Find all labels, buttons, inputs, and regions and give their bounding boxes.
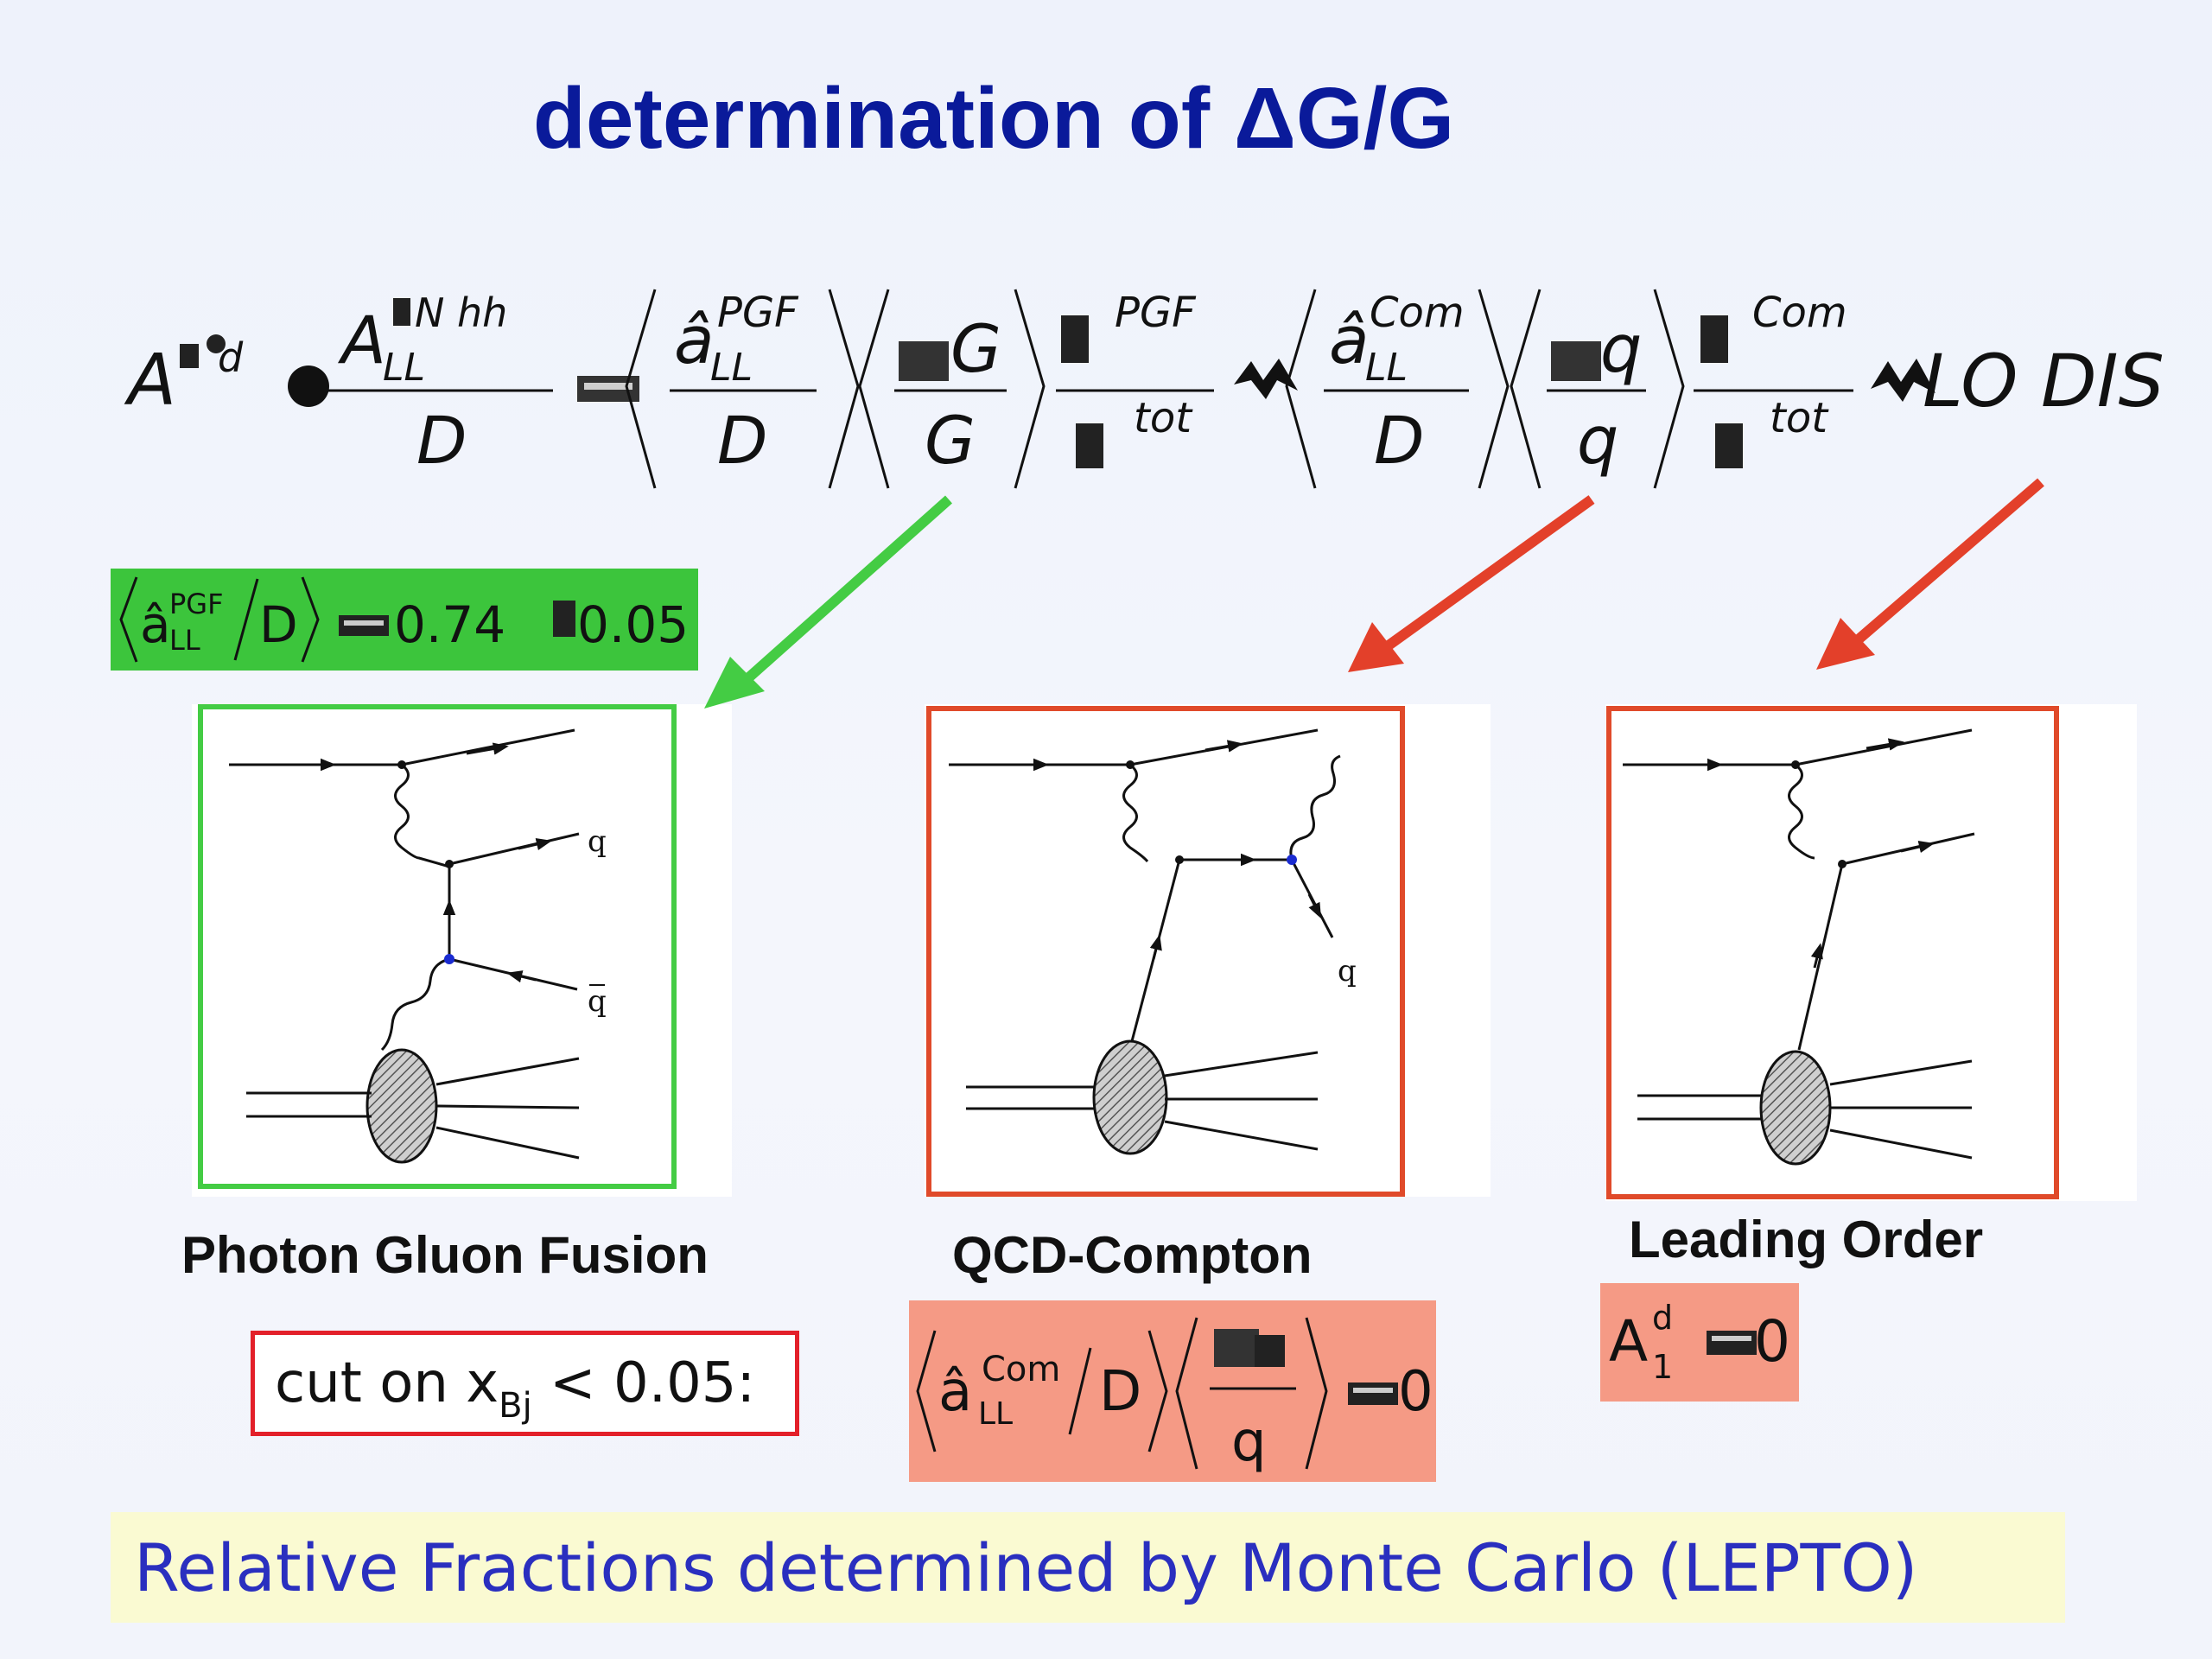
pgf-caption: Photon Gluon Fusion — [181, 1226, 709, 1284]
lo-feynman-diagram — [1606, 706, 2059, 1199]
svg-text:0.05: 0.05 — [577, 595, 689, 654]
svg-text:G: G — [925, 402, 976, 479]
svg-text:PGF: PGF — [169, 588, 224, 620]
cut-box — [251, 1331, 799, 1436]
formula-lhs-A: A — [124, 340, 176, 422]
delta-glyph-icon — [1551, 341, 1601, 381]
compton-value-formula: â Com LL D q 0 — [916, 1317, 1433, 1474]
svg-text:0: 0 — [1754, 1308, 1790, 1375]
page-title: determination of ΔG/G — [532, 70, 1455, 167]
footer-text: Relative Fractions determined by Monte C… — [134, 1529, 1918, 1606]
green-arrow — [740, 495, 952, 687]
lo-caption: Leading Order — [1629, 1211, 1984, 1268]
pgf-diagram-frame — [198, 704, 677, 1189]
svg-text:D: D — [259, 595, 298, 654]
svg-text:D: D — [1099, 1360, 1141, 1424]
svg-text:â: â — [938, 1360, 972, 1424]
svg-text:Com: Com — [1370, 289, 1465, 337]
svg-text:0.74: 0.74 — [394, 595, 505, 654]
pgf-diagram-bg — [192, 704, 732, 1197]
svg-text:0: 0 — [1398, 1360, 1433, 1424]
svg-text:G: G — [950, 310, 1001, 387]
compton-feynman-diagram — [926, 706, 1405, 1197]
svg-text:PGF: PGF — [717, 289, 799, 337]
plus-glyph-icon — [1234, 359, 1298, 399]
svg-text:LL: LL — [978, 1396, 1013, 1432]
red-arrow-compton — [1379, 495, 1595, 654]
svg-text:Com: Com — [982, 1350, 1060, 1389]
pgf-value-box — [111, 569, 698, 671]
cut-box-text: cut on xBj < 0.05: — [275, 1351, 755, 1426]
svg-text:q: q — [1231, 1410, 1267, 1474]
svg-text:D: D — [416, 402, 467, 479]
svg-text:A: A — [1609, 1308, 1648, 1375]
svg-text:d: d — [1652, 1299, 1673, 1337]
svg-text:q: q — [588, 984, 607, 1019]
lo-value-formula: A d 1 0 — [1609, 1299, 1790, 1386]
pgf-feynman-diagram — [198, 704, 677, 1189]
svg-text:D: D — [1374, 402, 1425, 479]
svg-text:cut on xBj < 0.05:: cut on xBj < 0.05: — [275, 1351, 755, 1426]
svg-text:LL: LL — [1365, 346, 1408, 390]
compton-diagram-bg — [925, 704, 1491, 1197]
svg-text:tot: tot — [1770, 394, 1829, 442]
svg-text:LL: LL — [710, 346, 753, 390]
svg-text:â: â — [674, 302, 715, 378]
compton-diagram-frame — [926, 706, 1405, 1197]
red-arrow-lo — [1850, 478, 2044, 648]
delta-glyph-icon — [899, 341, 949, 381]
svg-text:LL: LL — [383, 346, 425, 390]
svg-text:q: q — [1600, 310, 1642, 387]
svg-text:PGF: PGF — [1115, 289, 1197, 337]
arrows — [704, 478, 2044, 709]
svg-text:q: q — [1338, 954, 1357, 988]
svg-text:â: â — [140, 595, 171, 654]
svg-text:â: â — [1329, 302, 1370, 378]
svg-text:D: D — [717, 402, 768, 479]
svg-text:q: q — [588, 824, 607, 859]
pgf-value-formula: â PGF LL D 0.74 0.05 — [119, 576, 689, 663]
svg-text:1: 1 — [1652, 1348, 1673, 1386]
formula-bullet — [288, 365, 329, 407]
svg-text:q: q — [1577, 402, 1618, 479]
svg-text:LL: LL — [169, 624, 200, 657]
lo-diagram-frame — [1606, 706, 2059, 1199]
svg-text:Com: Com — [1752, 289, 1847, 337]
plus-glyph-icon — [1871, 359, 1936, 402]
compton-caption: QCD-Compton — [952, 1226, 1313, 1284]
asymmetry-formula: A d A LL N hh D â LL PGF D G G PGF — [124, 289, 2164, 489]
t1-num: A — [337, 302, 386, 378]
lo-value-box — [1600, 1283, 1799, 1402]
formula-end: LO DIS — [1923, 339, 2164, 423]
svg-text:N hh: N hh — [415, 289, 507, 336]
svg-text:tot: tot — [1134, 394, 1193, 442]
footer-banner — [111, 1512, 2065, 1623]
